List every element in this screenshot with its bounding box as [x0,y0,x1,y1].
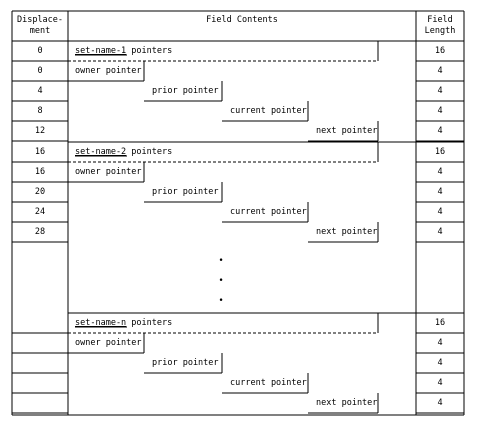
row-length: 4 [437,358,442,368]
set-pointers-suffix: pointers [126,147,172,157]
row-length: 4 [437,207,442,217]
set-length: 16 [435,147,445,157]
pointer-label: owner pointer [75,167,142,177]
set-pointers-suffix: pointers [126,318,172,328]
row-length: 4 [437,338,442,348]
row-displacement: 24 [35,207,45,217]
set-pointers-label: set-name-1 pointers [75,46,172,56]
row-length: 4 [437,86,442,96]
pointer-label: owner pointer [75,338,142,348]
set-pointers-label: set-name-2 pointers [75,147,172,157]
pointer-label: current pointer [230,378,307,388]
set-name: set-name-2 [75,147,126,157]
pointer-label: current pointer [230,207,307,217]
row-displacement: 20 [35,187,45,197]
set-displacement: 16 [35,147,45,157]
row-length: 4 [437,227,442,237]
row-displacement: 8 [37,106,42,116]
row-length: 4 [437,187,442,197]
row-displacement: 16 [35,167,45,177]
ellipsis-dot: • [218,296,223,306]
row-displacement: 12 [35,126,45,136]
row-displacement: 4 [37,86,42,96]
pointer-label: prior pointer [152,187,219,197]
set-length: 16 [435,46,445,56]
header-field-length-line-1: Field [427,15,453,25]
header-field-contents: Field Contents [206,15,278,25]
set-pointers-label: set-name-n pointers [75,318,172,328]
header-field-length-line-2: Length [425,26,456,36]
row-length: 4 [437,106,442,116]
set-length: 16 [435,318,445,328]
ellipsis-dot: • [218,256,223,266]
set-displacement: 0 [37,46,42,56]
header-displacement-line-1: Displace- [17,15,63,25]
diagram-lines [11,10,465,416]
ellipsis-dot: • [218,276,223,286]
set-name: set-name-1 [75,46,126,56]
pointer-label: prior pointer [152,358,219,368]
pointer-label: current pointer [230,106,307,116]
row-length: 4 [437,378,442,388]
pointer-label: owner pointer [75,66,142,76]
row-length: 4 [437,66,442,76]
pointer-label: prior pointer [152,86,219,96]
pointer-label: next pointer [316,227,377,237]
pointer-label: next pointer [316,398,377,408]
row-length: 4 [437,167,442,177]
row-displacement: 28 [35,227,45,237]
row-displacement: 0 [37,66,42,76]
row-length: 4 [437,398,442,408]
header-displacement-line-2: ment [30,26,50,36]
set-pointers-suffix: pointers [126,46,172,56]
pointer-label: next pointer [316,126,377,136]
row-length: 4 [437,126,442,136]
set-name: set-name-n [75,318,126,328]
